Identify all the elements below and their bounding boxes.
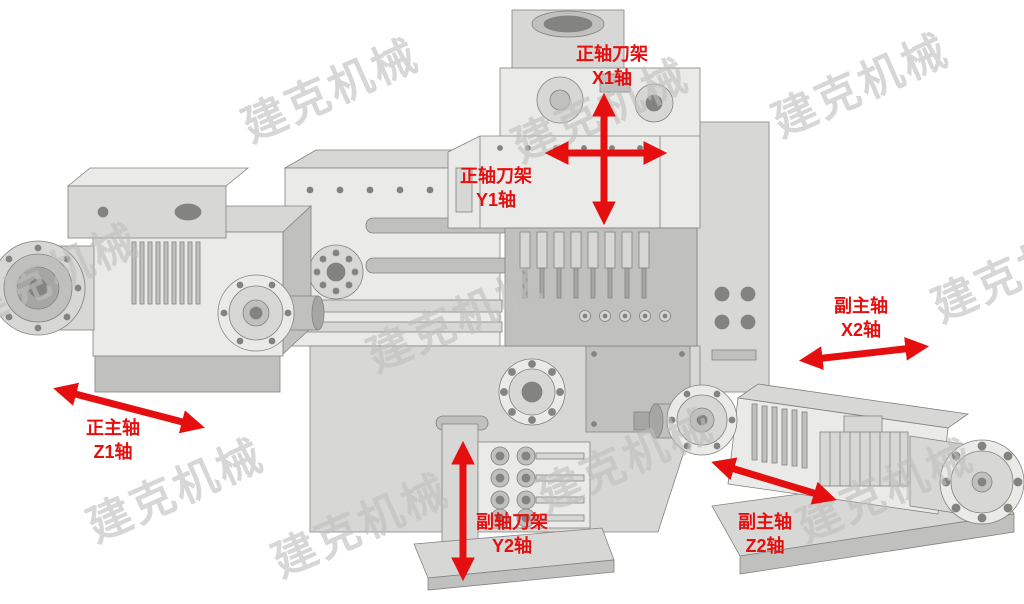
label-y1-name: 正轴刀架: [460, 166, 532, 186]
label-y2-axis-text: Y2轴: [491, 536, 533, 556]
z1-axis-arrow: [53, 382, 205, 434]
machine-bed: [283, 149, 722, 347]
sub-spindle-unit: [633, 383, 1024, 575]
label-z1-axis-text: Z1轴: [93, 442, 133, 462]
label-z2-axis: 副主轴 Z2轴: [710, 510, 820, 558]
label-x1-name: 正轴刀架: [576, 44, 648, 64]
machine-base: [309, 345, 701, 533]
label-y2-axis: 副轴刀架 Y2轴: [452, 510, 572, 558]
label-z1-axis: 正主轴 Z1轴: [58, 416, 168, 464]
label-z2-axis-text: Z2轴: [745, 536, 785, 556]
label-x2-axis: 副主轴 X2轴: [806, 294, 916, 342]
z2-axis-arrow: [711, 457, 837, 505]
label-z2-name: 副主轴: [738, 512, 792, 532]
x2-axis-arrow: [798, 337, 930, 370]
label-x2-name: 副主轴: [834, 296, 888, 316]
label-x2-axis-text: X2轴: [840, 320, 882, 340]
label-y1-axis: 正轴刀架 Y1轴: [440, 164, 552, 212]
label-z1-name: 正主轴: [86, 418, 140, 438]
label-x1-axis: 正轴刀架 X1轴: [552, 42, 672, 90]
machine-column: [696, 121, 770, 393]
label-y1-axis-text: Y1轴: [475, 190, 517, 210]
label-y2-name: 副轴刀架: [476, 512, 548, 532]
label-x1-axis-text: X1轴: [591, 68, 633, 88]
gang-tool-station: [504, 227, 698, 347]
